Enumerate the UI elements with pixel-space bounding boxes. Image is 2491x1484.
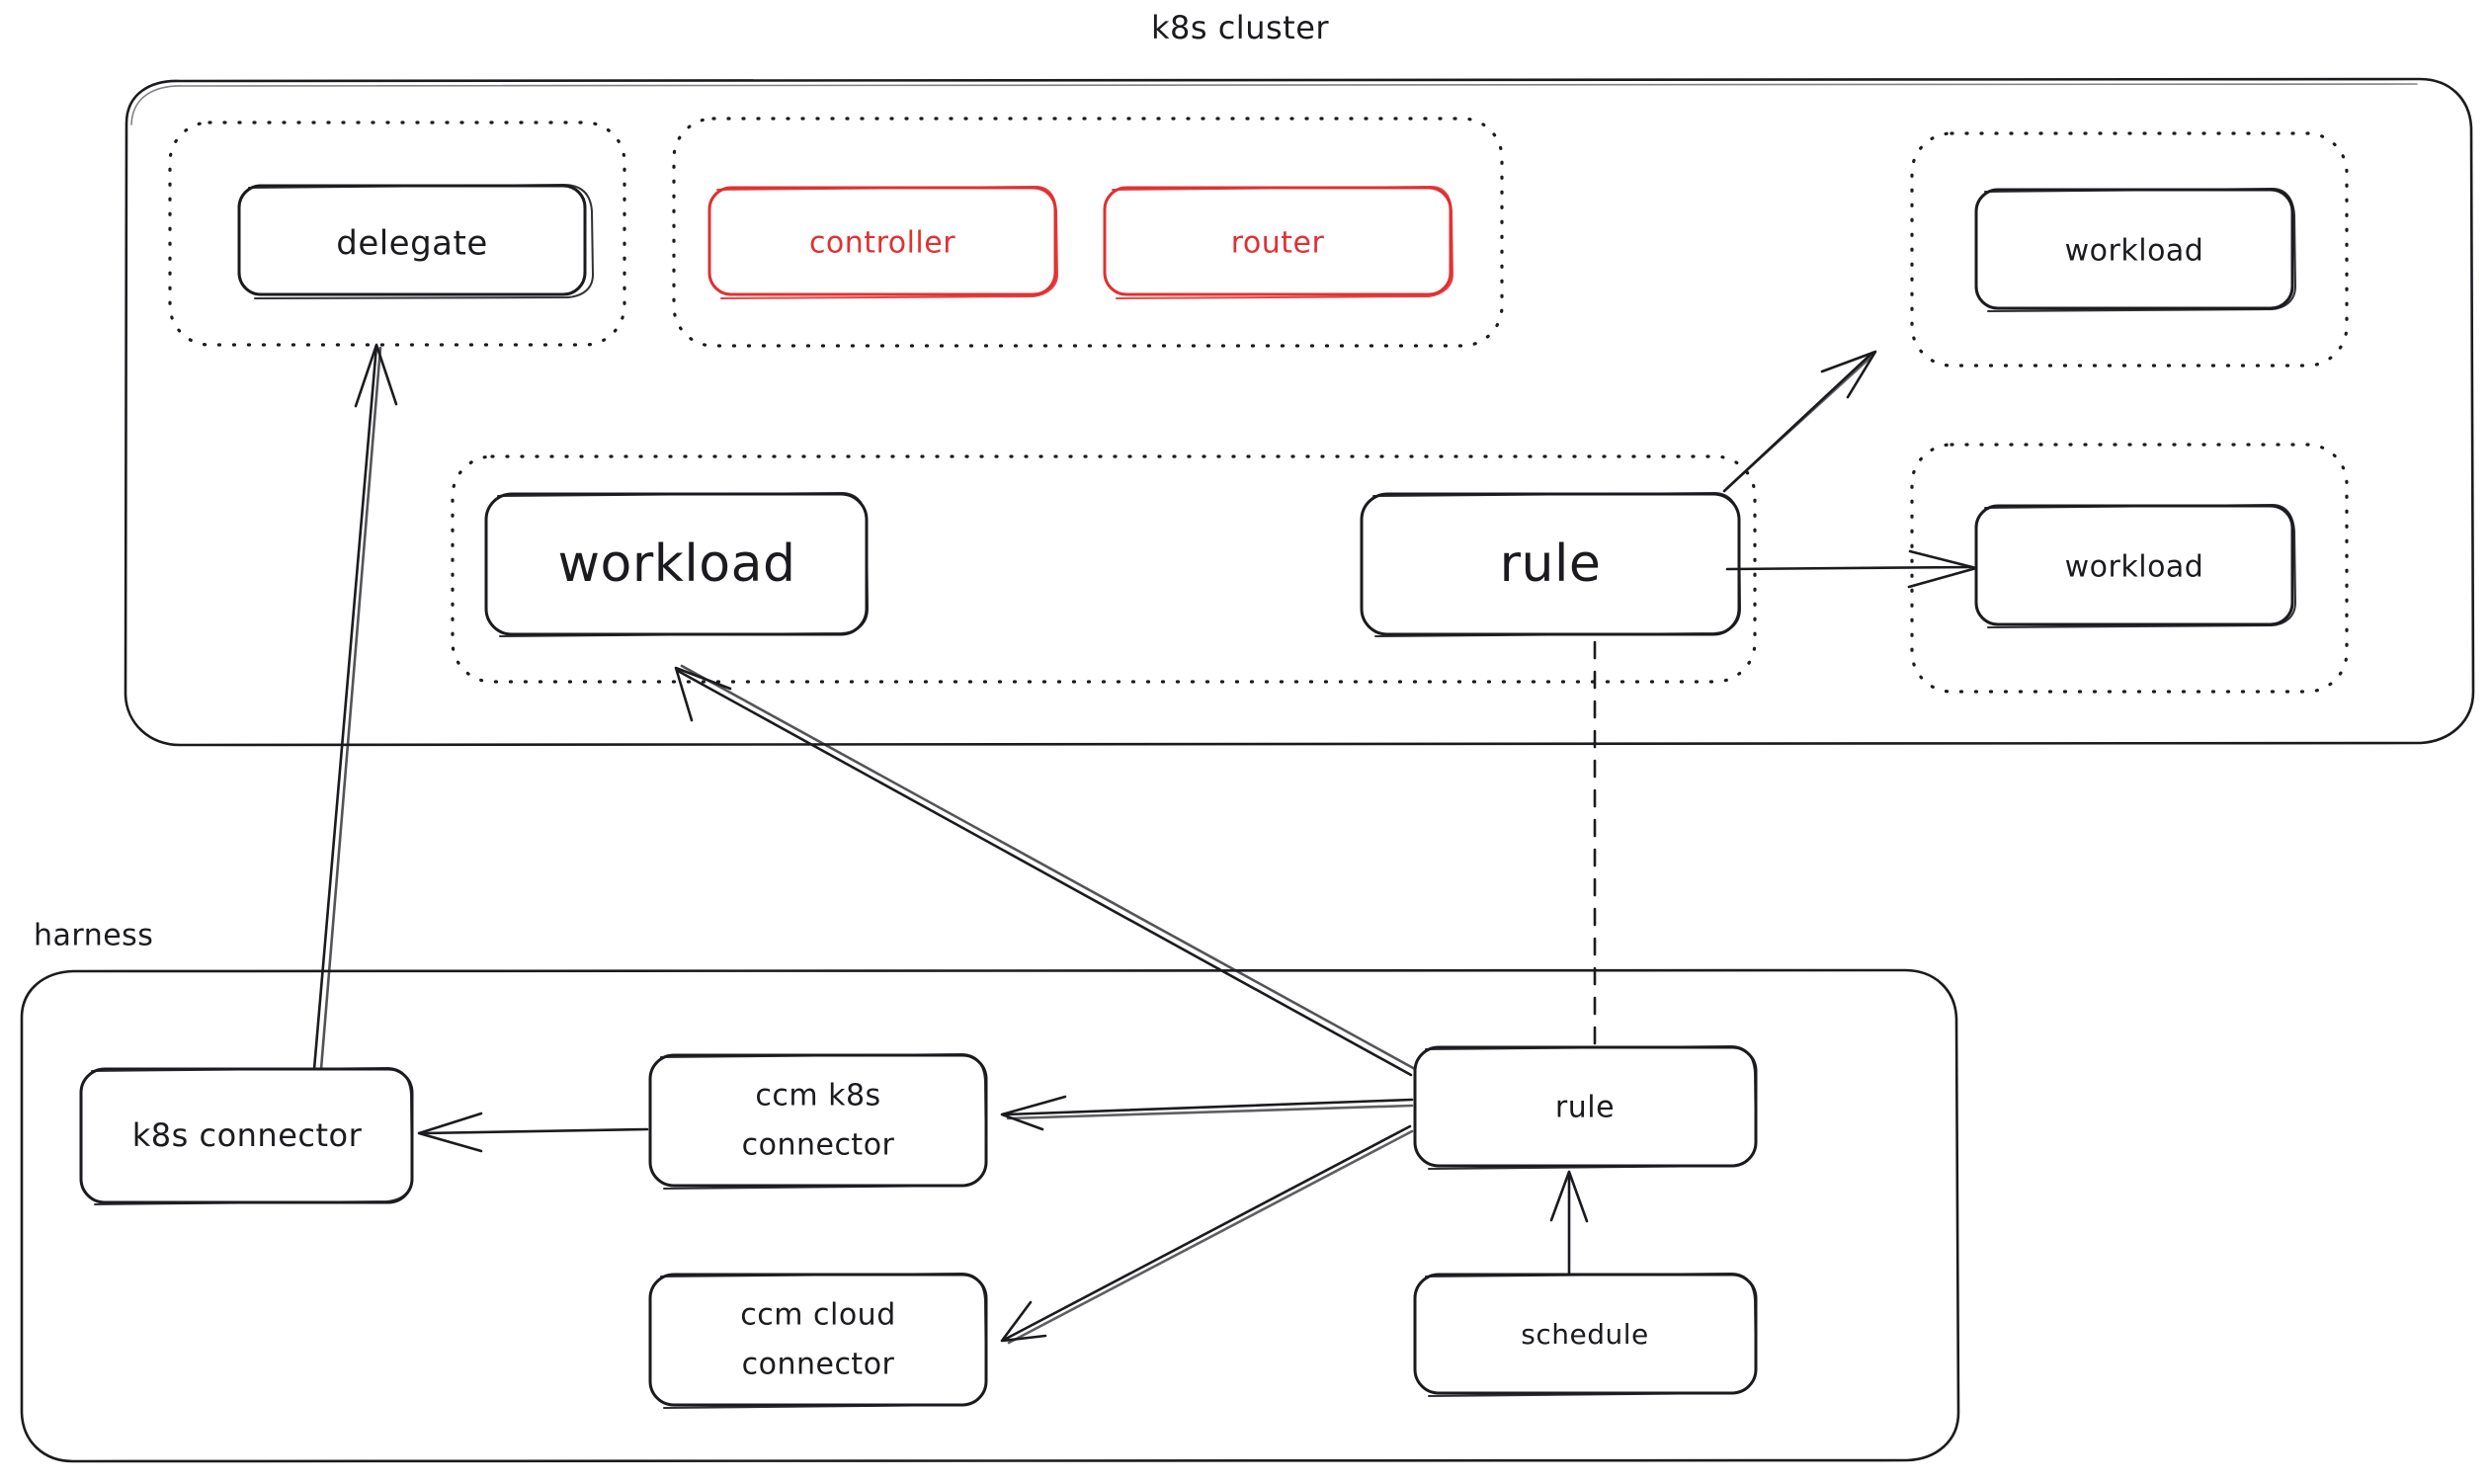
router-label: router xyxy=(1231,226,1325,261)
ccm-k8s-connector-box xyxy=(648,1053,988,1188)
edge-k8s-connector-to-delegate-line-sketch xyxy=(319,346,382,1071)
workload-main-label: workload xyxy=(558,535,796,594)
k8s-cluster-title: k8s cluster xyxy=(1151,9,1329,46)
rule-cluster-label: rule xyxy=(1500,535,1602,594)
workload-top-right-group-border xyxy=(1910,131,2349,368)
ccm-k8s-connector-label-line2: connector xyxy=(742,1128,895,1163)
edge-rule-to-workload-main-line-sketch xyxy=(680,664,1417,1071)
ccm-k8s-connector-label-line1: ccm k8s xyxy=(755,1079,880,1113)
delegate-label: delegate xyxy=(336,224,488,264)
node-rule-cluster[interactable]: rule xyxy=(1360,492,1741,637)
controller-box-sketch xyxy=(716,186,1058,299)
dotted-group-workload-top-right xyxy=(1910,131,2349,368)
schedule-label: schedule xyxy=(1521,1318,1648,1351)
edge-rule-to-workload-br-line xyxy=(1725,565,1974,571)
edge-rule-to-workload-tr-line-sketch xyxy=(1725,353,1875,490)
ccm-cloud-connector-box xyxy=(648,1273,988,1407)
workload-bottom-right-group-border xyxy=(1910,443,2349,694)
edge-rule-to-ccm-k8s-line xyxy=(1004,1098,1414,1116)
harness-title: harness xyxy=(34,919,153,953)
rule-cluster-box-sketch xyxy=(1372,492,1741,637)
workload-top-right-label: workload xyxy=(2065,234,2204,269)
dotted-group-workload-rule xyxy=(451,454,1757,684)
edge-rule-harness-to-ccm-k8s-connector[interactable] xyxy=(1000,1095,1414,1131)
node-router[interactable]: router xyxy=(1103,186,1453,299)
delegate-box-sketch xyxy=(248,184,594,299)
schedule-box-sketch xyxy=(1425,1273,1757,1397)
edge-rule-to-workload-tr-arrowhead xyxy=(1820,350,1877,399)
group-k8s-cluster[interactable]: k8s cluster xyxy=(124,9,2475,747)
edge-rule-to-ccm-k8s-line-sketch xyxy=(1006,1104,1414,1120)
ccm-cloud-connector-label-line1: ccm cloud xyxy=(740,1298,896,1333)
controller-label: controller xyxy=(809,226,955,261)
edge-schedule-to-rule-harness[interactable] xyxy=(1549,1170,1589,1275)
dotted-group-workload-bottom-right xyxy=(1910,443,2349,694)
node-delegate[interactable]: delegate xyxy=(237,184,594,299)
ccm-cloud-connector-label-line2: connector xyxy=(742,1348,895,1382)
ccm-cloud-connector-box-sketch xyxy=(660,1273,987,1409)
edge-schedule-to-rule-arrowhead xyxy=(1549,1170,1589,1223)
workload-bottom-right-label: workload xyxy=(2065,550,2204,585)
edge-k8s-connector-to-delegate[interactable] xyxy=(312,343,398,1071)
edge-rule-to-ccm-cloud-line-sketch xyxy=(1007,1129,1414,1345)
rule-harness-label: rule xyxy=(1555,1091,1615,1125)
node-ccm-cloud-connector[interactable]: ccm cloud connector xyxy=(648,1273,988,1409)
node-ccm-k8s-connector[interactable]: ccm k8s connector xyxy=(648,1053,988,1190)
k8s-cluster-border-sketch xyxy=(130,83,2418,125)
node-schedule[interactable]: schedule xyxy=(1413,1273,1758,1397)
edge-ccm-k8s-to-k8s-arrowhead xyxy=(417,1112,483,1153)
edge-rule-harness-to-ccm-cloud-connector[interactable] xyxy=(1000,1124,1414,1345)
delegate-group-border xyxy=(168,121,626,347)
node-k8s-connector[interactable]: k8s connector xyxy=(79,1067,414,1205)
edge-ccm-k8s-connector-to-k8s-connector[interactable] xyxy=(417,1112,649,1153)
edge-k8s-connector-to-delegate-arrowhead xyxy=(354,343,398,408)
node-rule-harness[interactable]: rule xyxy=(1413,1045,1758,1170)
ccm-k8s-connector-box-sketch xyxy=(660,1053,987,1190)
workload-top-right-box-sketch xyxy=(1984,188,2296,312)
dotted-group-control xyxy=(672,117,1504,348)
router-box-sketch xyxy=(1112,186,1453,299)
node-workload-top-right[interactable]: workload xyxy=(1974,188,2296,312)
edge-ccm-k8s-to-k8s-line xyxy=(421,1127,649,1135)
edge-rule-to-workload-main-line xyxy=(676,669,1413,1077)
edge-rule-cluster-to-workload-bottom-right[interactable] xyxy=(1725,549,1978,589)
k8s-cluster-border xyxy=(124,77,2475,747)
edge-rule-to-workload-br-arrowhead xyxy=(1907,549,1978,589)
edge-rule-to-workload-main-arrowhead xyxy=(674,666,732,722)
rule-harness-box-sketch xyxy=(1425,1045,1757,1170)
node-workload-main[interactable]: workload xyxy=(484,492,869,637)
workload-bottom-right-box-sketch xyxy=(1984,504,2296,628)
control-group-border xyxy=(672,117,1504,348)
k8s-connector-label: k8s connector xyxy=(132,1116,363,1154)
edge-rule-to-ccm-k8s-arrowhead xyxy=(1000,1095,1067,1131)
edge-k8s-connector-to-delegate-line xyxy=(312,344,378,1071)
edge-rule-harness-to-workload-main[interactable] xyxy=(674,664,1417,1077)
workload-rule-group-border xyxy=(451,454,1757,684)
dotted-group-delegate xyxy=(168,121,626,347)
edge-rule-to-ccm-cloud-line xyxy=(1004,1124,1412,1341)
node-controller[interactable]: controller xyxy=(707,186,1058,299)
edge-rule-to-ccm-cloud-arrowhead xyxy=(1000,1300,1047,1343)
k8s-connector-box-sketch xyxy=(91,1067,413,1205)
workload-main-box-sketch xyxy=(497,492,869,637)
node-workload-bottom-right[interactable]: workload xyxy=(1974,504,2296,628)
edge-rule-cluster-to-workload-top-right[interactable] xyxy=(1722,350,1877,493)
